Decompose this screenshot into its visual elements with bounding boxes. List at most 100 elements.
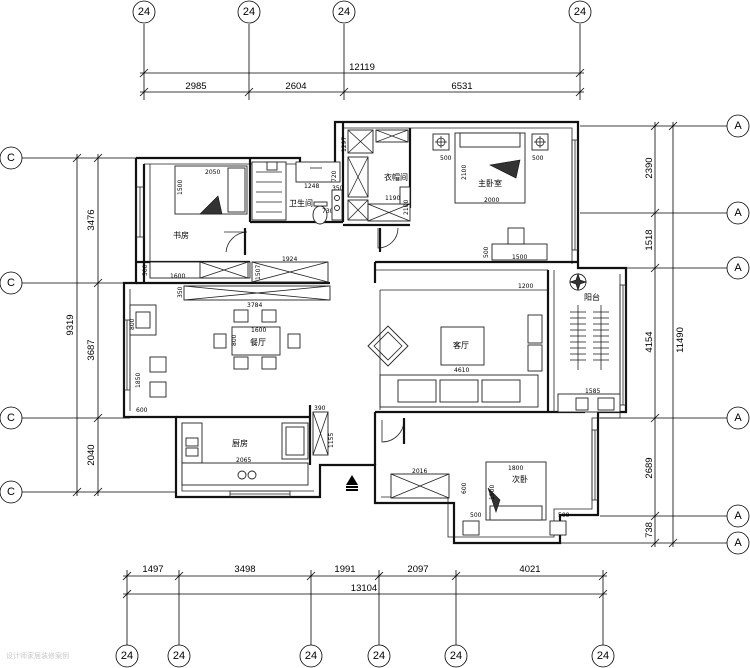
dim-text: 3784	[247, 302, 262, 309]
axis-bubble-top-3: 24	[332, 0, 356, 100]
dim-left-seg-3: 2040	[86, 444, 97, 465]
nightstand	[462, 520, 480, 536]
dim-bottom-total: 13104	[351, 583, 377, 594]
axis-label: A	[734, 510, 742, 522]
axis-label: 24	[574, 6, 586, 18]
dim-text: 600	[461, 482, 468, 494]
dim-text: 600	[136, 407, 148, 414]
axis-bubble-top-1: 24	[132, 0, 156, 100]
door-swing	[381, 419, 405, 443]
room-label-study: 书房	[173, 230, 189, 240]
axis-label: C	[7, 277, 15, 289]
left-axis-markers: C C C C	[0, 146, 175, 504]
top-axis-markers: 24 24 24 24	[132, 0, 592, 100]
dim-text: 1200	[518, 283, 533, 290]
clothes-rack	[570, 311, 609, 361]
living-room: 客厅 4610	[367, 289, 548, 410]
dim-left-seg-1: 3476	[86, 209, 97, 230]
dim-text: 500	[558, 512, 570, 519]
dim-text: 2065	[236, 457, 251, 464]
room-label-living: 客厅	[453, 340, 469, 350]
axis-label: A	[734, 537, 742, 549]
dim-right-seg-2: 1518	[644, 229, 655, 250]
axis-label: 24	[305, 650, 317, 662]
shower-area	[251, 161, 287, 221]
axis-label: 24	[450, 650, 462, 662]
room-label-master-bedroom: 主卧室	[478, 178, 502, 188]
dim-top-seg-2: 2604	[285, 81, 306, 92]
axis-bubble-top-4: 24	[568, 0, 592, 100]
chair	[149, 381, 167, 398]
dim-text: 1297	[341, 137, 348, 152]
dim-text: 1600	[251, 327, 266, 334]
dim-text: 1800	[508, 465, 523, 472]
watermark: 设计师家居装修案例	[6, 652, 69, 660]
top-dimensions: 12119 2985 2604 6531	[139, 62, 585, 97]
dim-top-total: 12119	[349, 62, 375, 73]
dim-bottom-seg-5: 4021	[519, 564, 540, 575]
axis-label: C	[7, 152, 15, 164]
dim-text: 390	[314, 405, 326, 412]
dim-right-seg-1: 2390	[644, 157, 655, 178]
dim-right-total: 11490	[675, 327, 686, 353]
axis-label: A	[734, 412, 742, 424]
door-swing	[377, 227, 399, 249]
axis-bubble-top-2: 24	[237, 0, 261, 100]
dim-text: 2016	[412, 468, 427, 475]
dim-bottom-seg-4: 2097	[407, 564, 428, 575]
chair	[213, 333, 227, 349]
dim-text: 1248	[304, 183, 319, 190]
master-bedroom: 500 500 2100 2000 主卧室 1500 500 1200	[432, 132, 549, 290]
dim-text: 1600	[170, 273, 185, 280]
chair	[261, 309, 277, 323]
dim-text: 720	[331, 170, 338, 182]
dim-text: 1924	[282, 256, 297, 263]
dim-text: 1585	[585, 388, 600, 395]
dim-text: 500	[470, 512, 482, 519]
kitchen: 2065 厨房 390 1155	[181, 405, 335, 486]
dim-text: 500	[483, 246, 490, 258]
dining-room: 1850 600 800 1600 800 餐厅	[129, 304, 301, 414]
left-dimensions: 9319 3476 3687 2040	[65, 153, 103, 497]
dim-text: 350	[177, 286, 184, 298]
second-bedroom: 2016 600 1800 1500 次卧 500 500	[381, 418, 570, 536]
dim-text: 2100	[461, 165, 468, 180]
axis-label: C	[7, 486, 15, 498]
chair	[261, 356, 277, 370]
dim-top-seg-3: 6531	[451, 81, 472, 92]
right-axis-markers: A A A A A A	[560, 114, 750, 555]
dim-text: 1500	[512, 254, 527, 261]
door-swing	[224, 231, 248, 253]
axis-label: 24	[338, 6, 350, 18]
vanity	[295, 161, 341, 183]
dim-text: 1850	[135, 373, 142, 388]
dim-text: 800	[129, 318, 136, 330]
nightstand	[549, 520, 567, 536]
dim-text: 730	[322, 208, 334, 215]
dim-text: 1507	[255, 265, 262, 280]
dim-left-seg-2: 3687	[86, 339, 97, 360]
dim-text: 350	[332, 185, 344, 192]
bathroom: 1248 卫生间 730 720 350	[251, 161, 344, 225]
right-dimensions: 2390 1518 4154 2689 738 11490	[644, 121, 686, 548]
dim-text: 1190	[385, 195, 400, 202]
dim-text: 2100	[403, 200, 410, 215]
chair	[287, 333, 301, 349]
closet-room: 衣帽间 1190 1297 2100	[341, 129, 411, 252]
room-label-bathroom: 卫生间	[289, 198, 313, 208]
bottom-axis-markers: 24 24 24 24 24 24	[115, 570, 615, 668]
dim-right-seg-3: 4154	[644, 331, 655, 352]
room-label-second-bedroom: 次卧	[512, 474, 528, 484]
axis-label: 24	[138, 6, 150, 18]
armchair	[367, 325, 409, 367]
entrance-arrow-icon	[346, 475, 358, 491]
axis-label: A	[734, 120, 742, 132]
axis-label: 24	[597, 650, 609, 662]
axis-label: 24	[373, 650, 385, 662]
room-label-kitchen: 厨房	[232, 438, 248, 448]
dim-text: 500	[440, 155, 452, 162]
dim-text: 1155	[328, 433, 335, 448]
dim-text: 2000	[484, 197, 499, 204]
room-label-dining: 餐厅	[250, 338, 266, 347]
